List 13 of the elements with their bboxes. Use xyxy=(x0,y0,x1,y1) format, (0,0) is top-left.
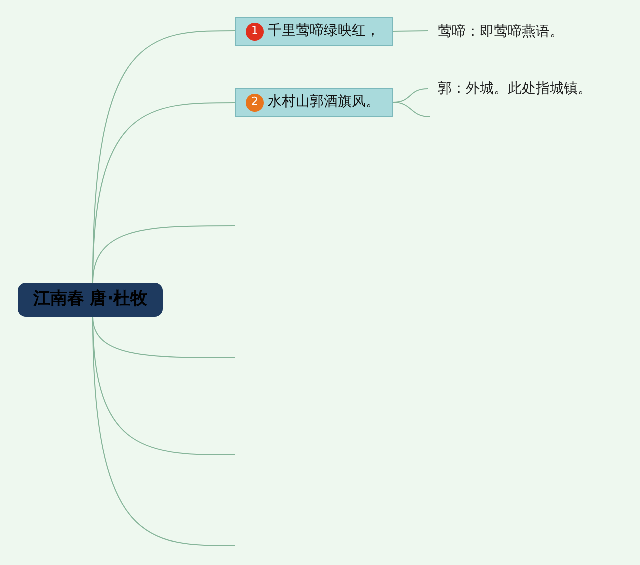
branch-line xyxy=(392,102,430,118)
note-text: 莺啼：即莺啼燕语。 xyxy=(432,20,612,44)
number-badge: 1 xyxy=(246,22,264,40)
topic-box xyxy=(235,17,393,46)
topic-text: 水村山郭酒旗风。 xyxy=(268,93,380,112)
note-text: 郭：外城。此处指城镇。 xyxy=(432,77,632,101)
branch-line xyxy=(92,316,236,546)
topic-text: 千里莺啼绿映红， xyxy=(268,22,380,41)
branch-line xyxy=(392,30,428,32)
number-badge: 2 xyxy=(246,94,264,112)
topic-box xyxy=(235,88,393,117)
root-topic: 江南春 唐·杜牧 xyxy=(18,283,163,317)
branch-line xyxy=(92,226,236,284)
